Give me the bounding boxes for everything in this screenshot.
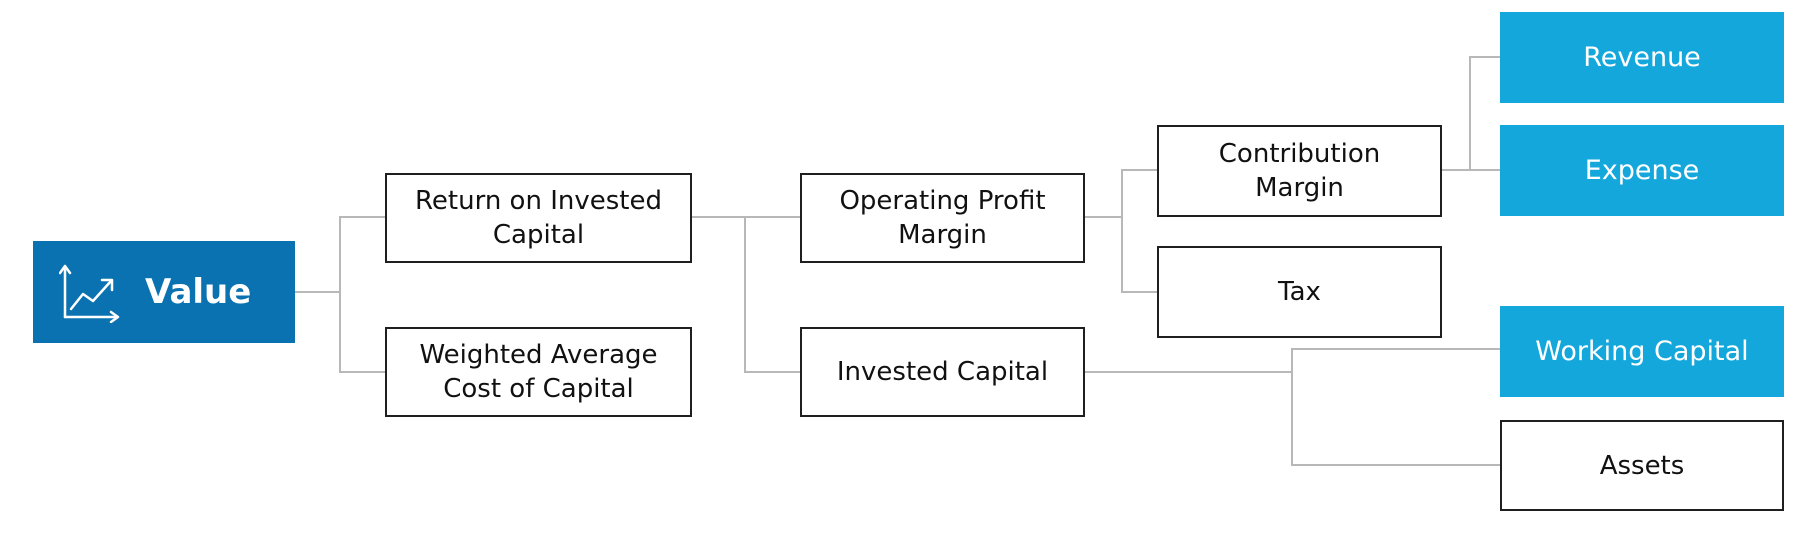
invested-capital-node[interactable]: Invested Capital bbox=[800, 327, 1085, 417]
expense-label: Expense bbox=[1584, 154, 1700, 186]
revenue-node[interactable]: Revenue bbox=[1500, 12, 1784, 103]
value-label: Value bbox=[145, 272, 252, 312]
assets-node[interactable]: Assets bbox=[1500, 420, 1784, 511]
roic-label: Return on Invested Capital bbox=[415, 186, 662, 250]
wacc-label: Weighted Average Cost of Capital bbox=[419, 340, 658, 404]
wacc-node[interactable]: Weighted Average Cost of Capital bbox=[385, 327, 692, 417]
working-capital-node[interactable]: Working Capital bbox=[1500, 306, 1784, 397]
contribution-margin-label: Contribution Margin bbox=[1218, 139, 1381, 203]
roic-node[interactable]: Return on Invested Capital bbox=[385, 173, 692, 263]
operating-profit-margin-node[interactable]: Operating Profit Margin bbox=[800, 173, 1085, 263]
tax-node[interactable]: Tax bbox=[1157, 246, 1442, 338]
value-node[interactable]: Value bbox=[33, 241, 295, 343]
invested-capital-label: Invested Capital bbox=[836, 357, 1049, 387]
expense-node[interactable]: Expense bbox=[1500, 125, 1784, 216]
revenue-label: Revenue bbox=[1583, 41, 1701, 73]
working-capital-label: Working Capital bbox=[1535, 335, 1749, 367]
operating-profit-margin-label: Operating Profit Margin bbox=[839, 186, 1046, 250]
assets-label: Assets bbox=[1599, 450, 1685, 481]
contribution-margin-node[interactable]: Contribution Margin bbox=[1157, 125, 1442, 217]
trend-chart-icon bbox=[59, 264, 120, 323]
tax-label: Tax bbox=[1278, 277, 1321, 307]
